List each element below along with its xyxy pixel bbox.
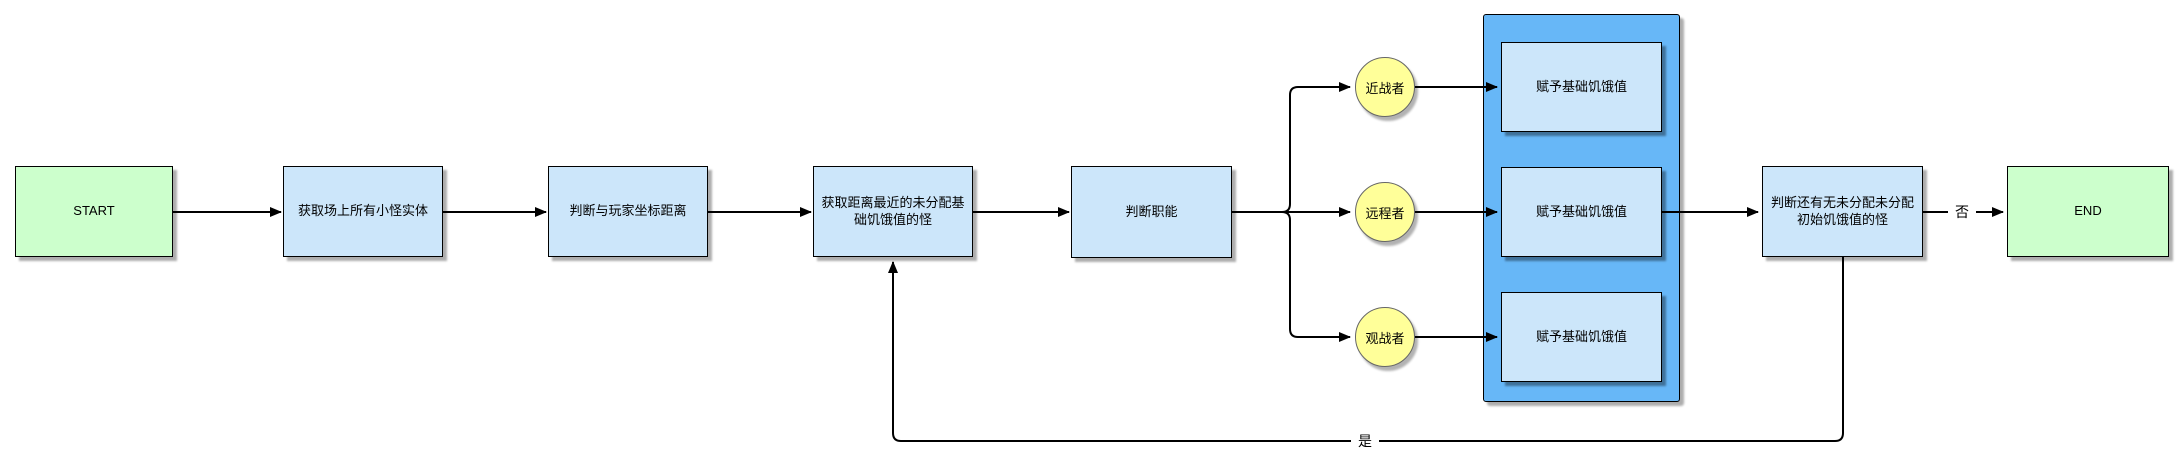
node-role-spectator-label: 观战者 (1365, 330, 1405, 346)
edge-label-yes: 是 (1351, 431, 1379, 451)
node-get-nearest-label: 获取距离最近的未分配基础饥饿值的怪 (821, 195, 965, 227)
edge-label-no: 否 (1948, 202, 1976, 222)
node-role-melee: 近战者 (1355, 57, 1415, 117)
node-judge-distance: 判断与玩家坐标距离 (548, 166, 708, 257)
node-assign-spectator: 赋予基础饥饿值 (1501, 292, 1662, 382)
edge-judge-role-to-melee (1232, 82, 1351, 213)
node-assign-ranged: 赋予基础饥饿值 (1501, 167, 1662, 257)
node-assign-melee: 赋予基础饥饿值 (1501, 42, 1662, 132)
node-end-label: END (2074, 203, 2102, 219)
node-start-label: START (73, 203, 115, 219)
node-end: END (2007, 166, 2169, 257)
node-judge-role-label: 判断职能 (1125, 203, 1178, 219)
edge-judge-role-to-spectator (1232, 211, 1351, 342)
node-judge-distance-label: 判断与玩家坐标距离 (569, 203, 687, 219)
node-role-spectator: 观战者 (1355, 307, 1415, 367)
node-assign-spectator-label: 赋予基础饥饿值 (1535, 328, 1627, 344)
node-check-remaining-label: 判断还有无未分配未分配初始饥饿值的怪 (1770, 195, 1914, 227)
node-judge-role: 判断职能 (1071, 166, 1232, 258)
node-role-ranged: 远程者 (1355, 182, 1415, 242)
node-get-monsters-label: 获取场上所有小怪实体 (297, 203, 428, 219)
node-start: START (15, 166, 173, 257)
node-assign-ranged-label: 赋予基础饥饿值 (1535, 203, 1627, 219)
node-check-remaining: 判断还有无未分配未分配初始饥饿值的怪 (1762, 166, 1923, 257)
node-role-melee-label: 近战者 (1365, 80, 1405, 96)
node-get-nearest: 获取距离最近的未分配基础饥饿值的怪 (813, 166, 973, 257)
node-assign-melee-label: 赋予基础饥饿值 (1535, 78, 1627, 94)
node-role-ranged-label: 远程者 (1365, 205, 1405, 221)
node-get-monsters: 获取场上所有小怪实体 (283, 166, 443, 257)
